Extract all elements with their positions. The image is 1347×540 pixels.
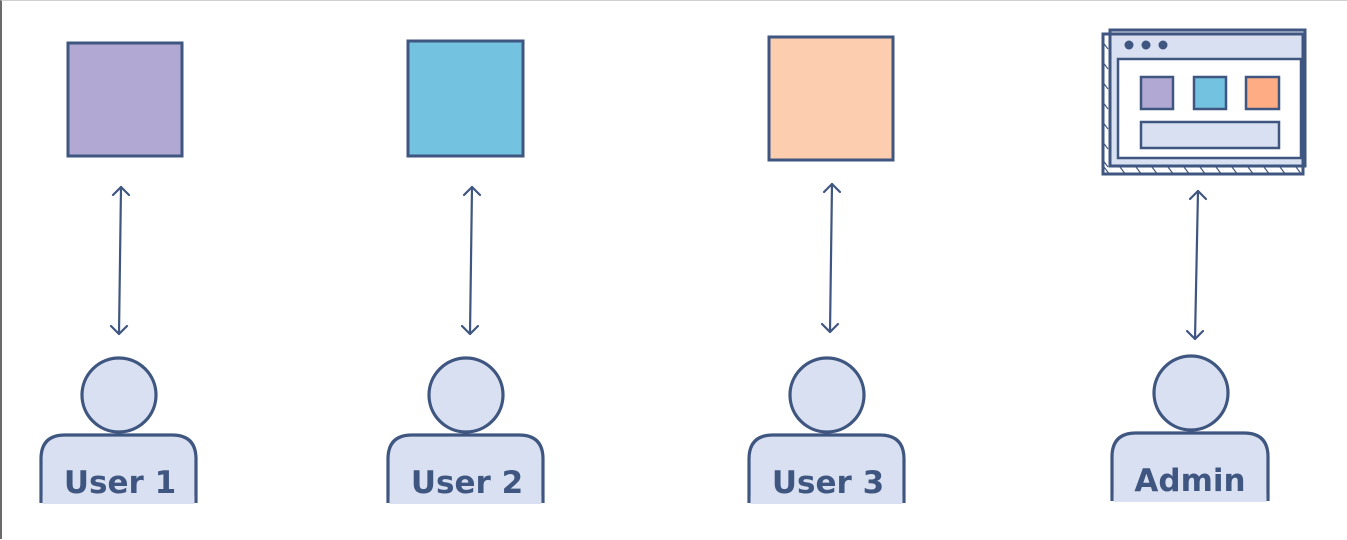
- user-1-person-icon: [39, 356, 198, 504]
- admin-double-arrow: [1185, 189, 1208, 341]
- user-2-person-icon: [386, 356, 545, 504]
- user-2-column: User 2: [386, 39, 545, 504]
- admin-column: Admin: [1101, 28, 1307, 502]
- user-3-double-arrow: [820, 182, 842, 334]
- user-1-tile: [66, 41, 184, 158]
- user-2-label: User 2: [411, 465, 523, 501]
- user-1-column: User 1: [39, 41, 198, 504]
- user-3-tile: [767, 35, 895, 162]
- admin-content-bar: [1139, 120, 1281, 150]
- user-2-tile: [406, 39, 525, 158]
- user-1-label: User 1: [64, 465, 176, 501]
- admin-label: Admin: [1134, 463, 1245, 499]
- admin-mini-tile-1: [1139, 75, 1175, 111]
- browser-window-icon: [1101, 28, 1307, 176]
- user-2-double-arrow: [460, 185, 482, 336]
- user-3-person-icon: [747, 356, 906, 504]
- admin-person-icon: [1110, 354, 1270, 502]
- user-3-label: User 3: [772, 465, 884, 501]
- user-3-column: User 3: [747, 35, 906, 504]
- admin-mini-tile-3: [1244, 75, 1281, 111]
- user-1-double-arrow: [109, 185, 131, 336]
- admin-mini-tile-2: [1192, 75, 1228, 111]
